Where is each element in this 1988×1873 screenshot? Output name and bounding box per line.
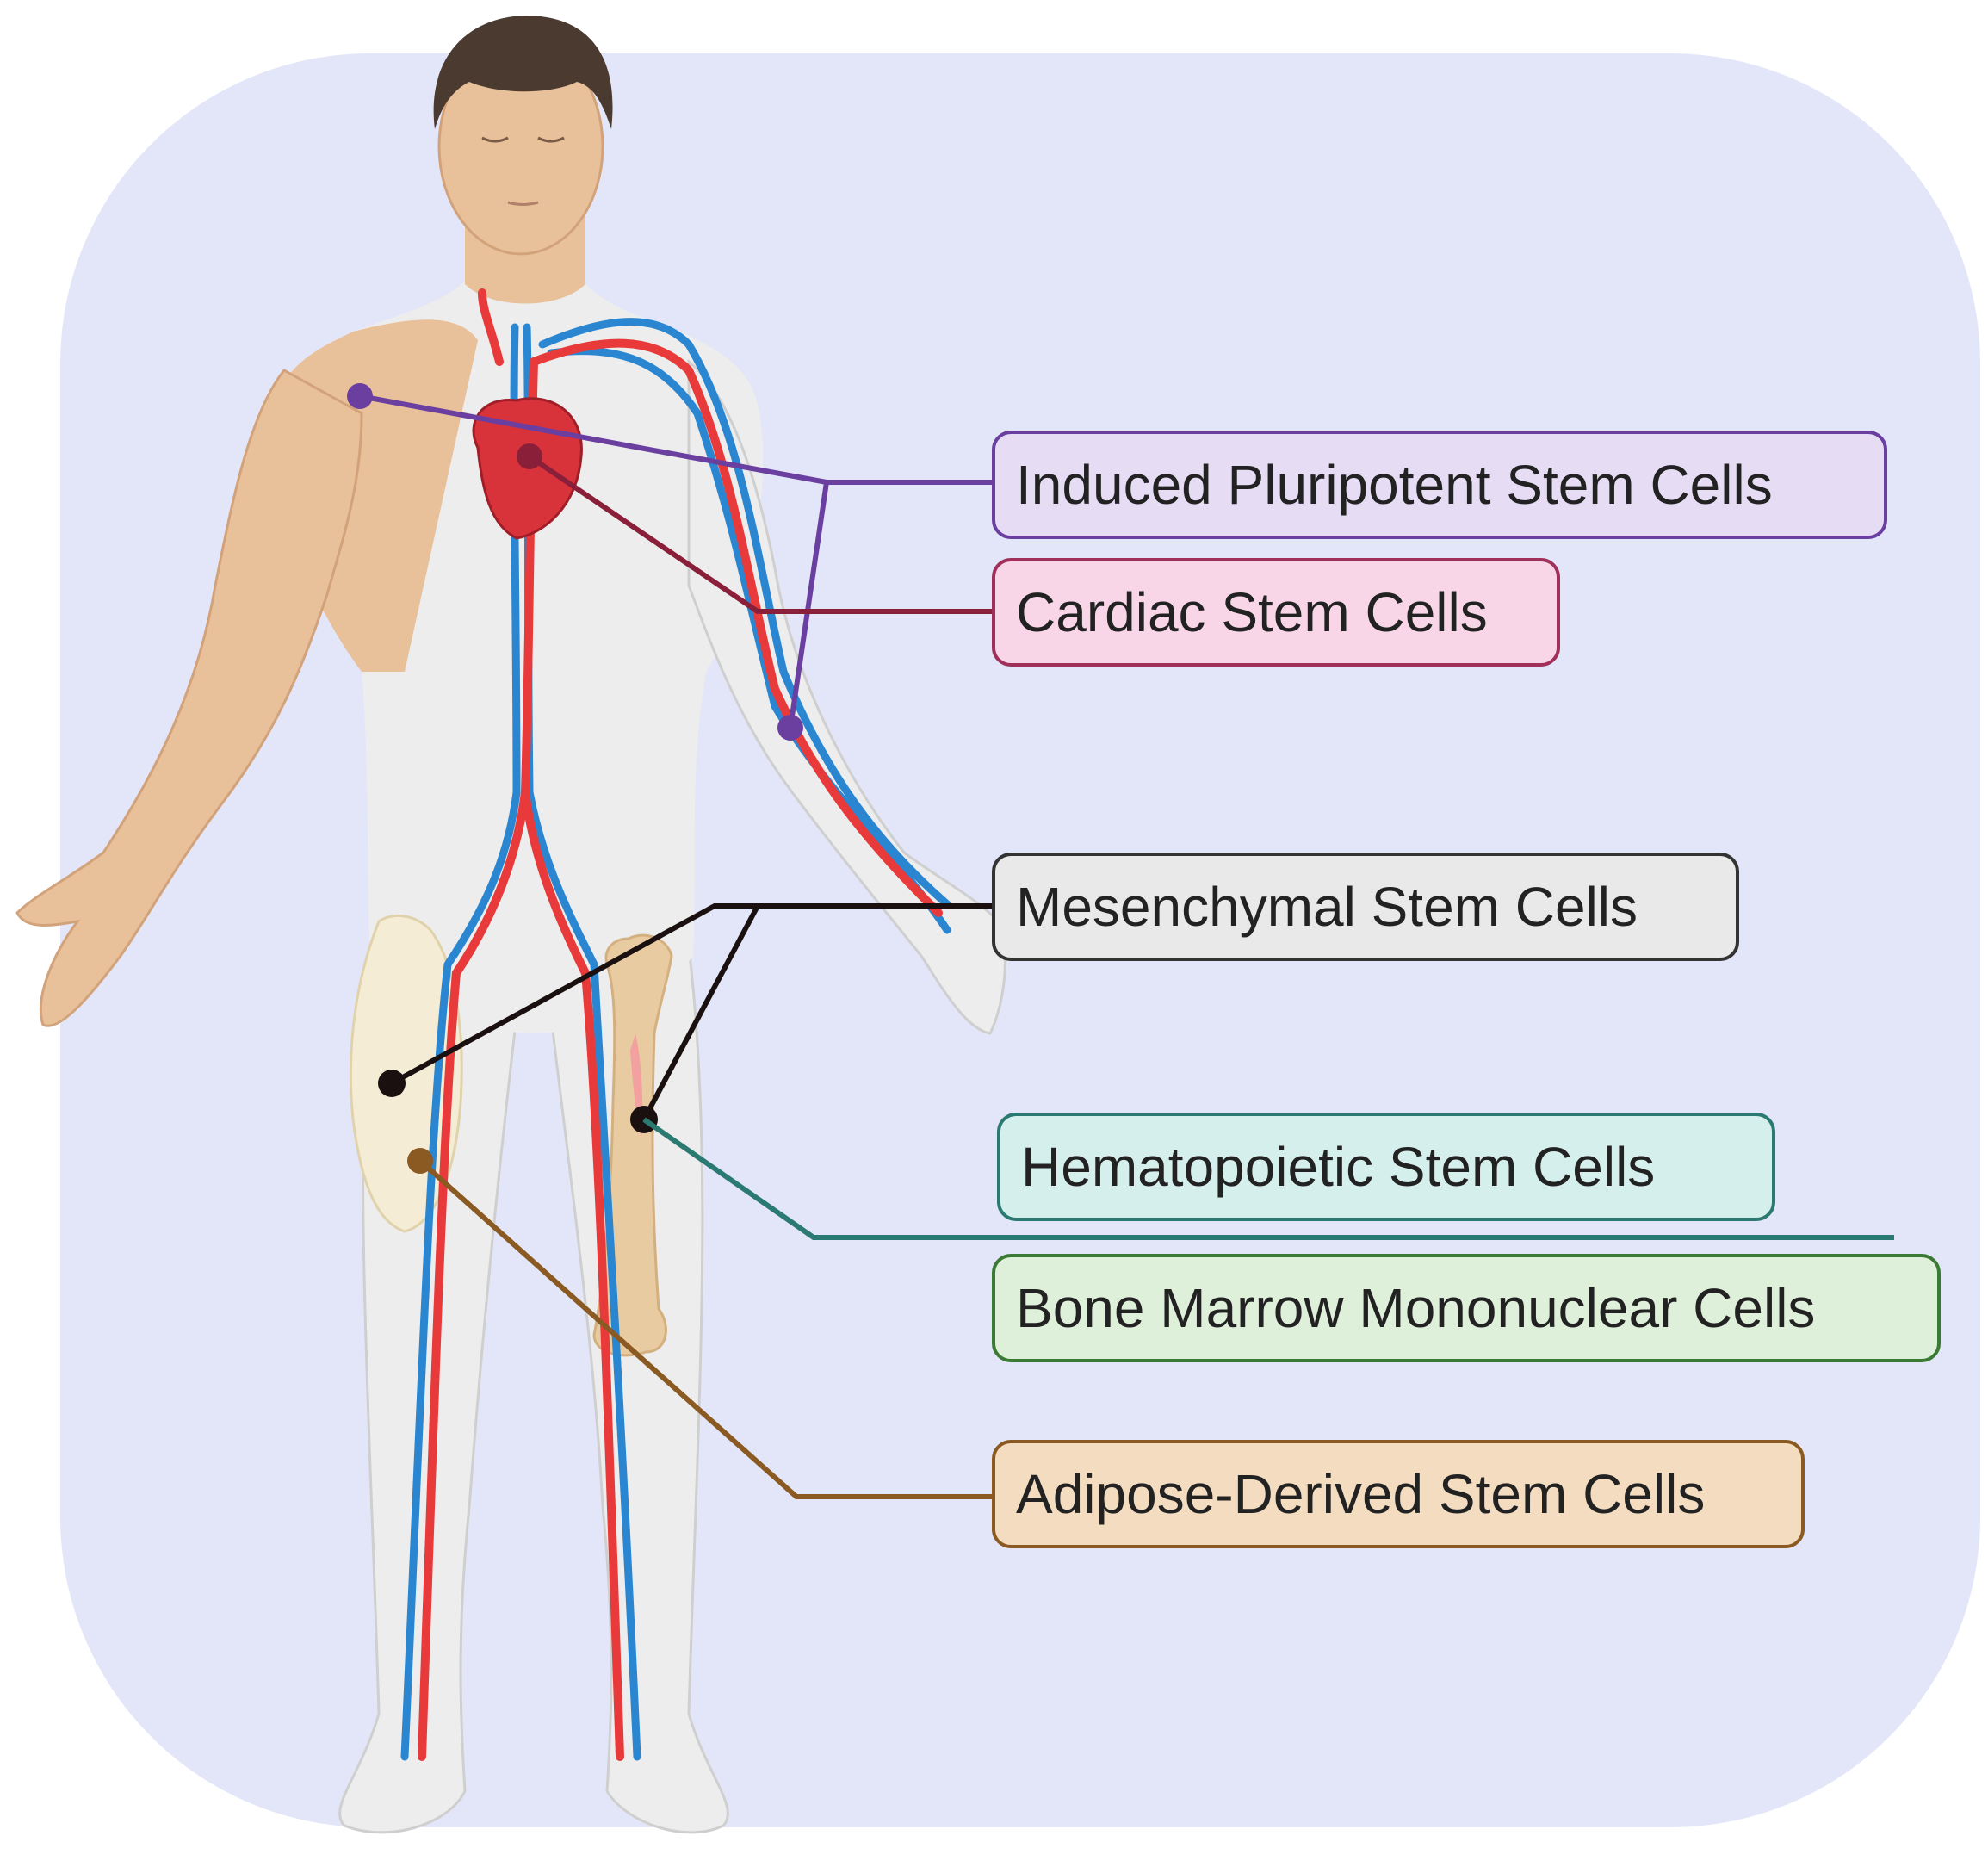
cardiac-connector [528, 454, 994, 614]
label-bone-marrow-mononuclear-cells: Bone Marrow Mononuclear Cells [992, 1254, 1941, 1362]
left-eye [481, 136, 509, 143]
mouth [507, 201, 539, 206]
label-mesenchymal-stem-cells: Mesenchymal Stem Cells [992, 853, 1739, 961]
adipose-dot [407, 1148, 433, 1174]
left-arm [15, 369, 363, 1027]
hematopoietic-connector [642, 1117, 1894, 1240]
ipsc-dot-arm [777, 715, 803, 741]
adipose-connector [418, 1158, 994, 1499]
cardiac-dot [517, 443, 542, 469]
arteries [418, 288, 943, 1761]
ipsc-dot-shoulder [347, 383, 373, 409]
ipsc-connector-arm [788, 481, 829, 729]
hair [433, 16, 613, 129]
mesenchymal-connector-bone [641, 904, 760, 1121]
human-body-illustration [15, 16, 1006, 1834]
right-eye [537, 136, 565, 143]
right-arm [687, 358, 1006, 1035]
label-cardiac-stem-cells: Cardiac Stem Cells [992, 558, 1560, 667]
connector-lines [347, 383, 1894, 1499]
label-adipose-derived-stem-cells: Adipose-Derived Stem Cells [992, 1440, 1805, 1548]
label-induced-pluripotent-stem-cells: Induced Pluripotent Stem Cells [992, 431, 1887, 539]
mesenchymal-dot-fat [378, 1070, 406, 1097]
mesenchymal-connector [390, 903, 994, 1086]
label-hematopoietic-stem-cells: Hematopoietic Stem Cells [997, 1113, 1775, 1221]
